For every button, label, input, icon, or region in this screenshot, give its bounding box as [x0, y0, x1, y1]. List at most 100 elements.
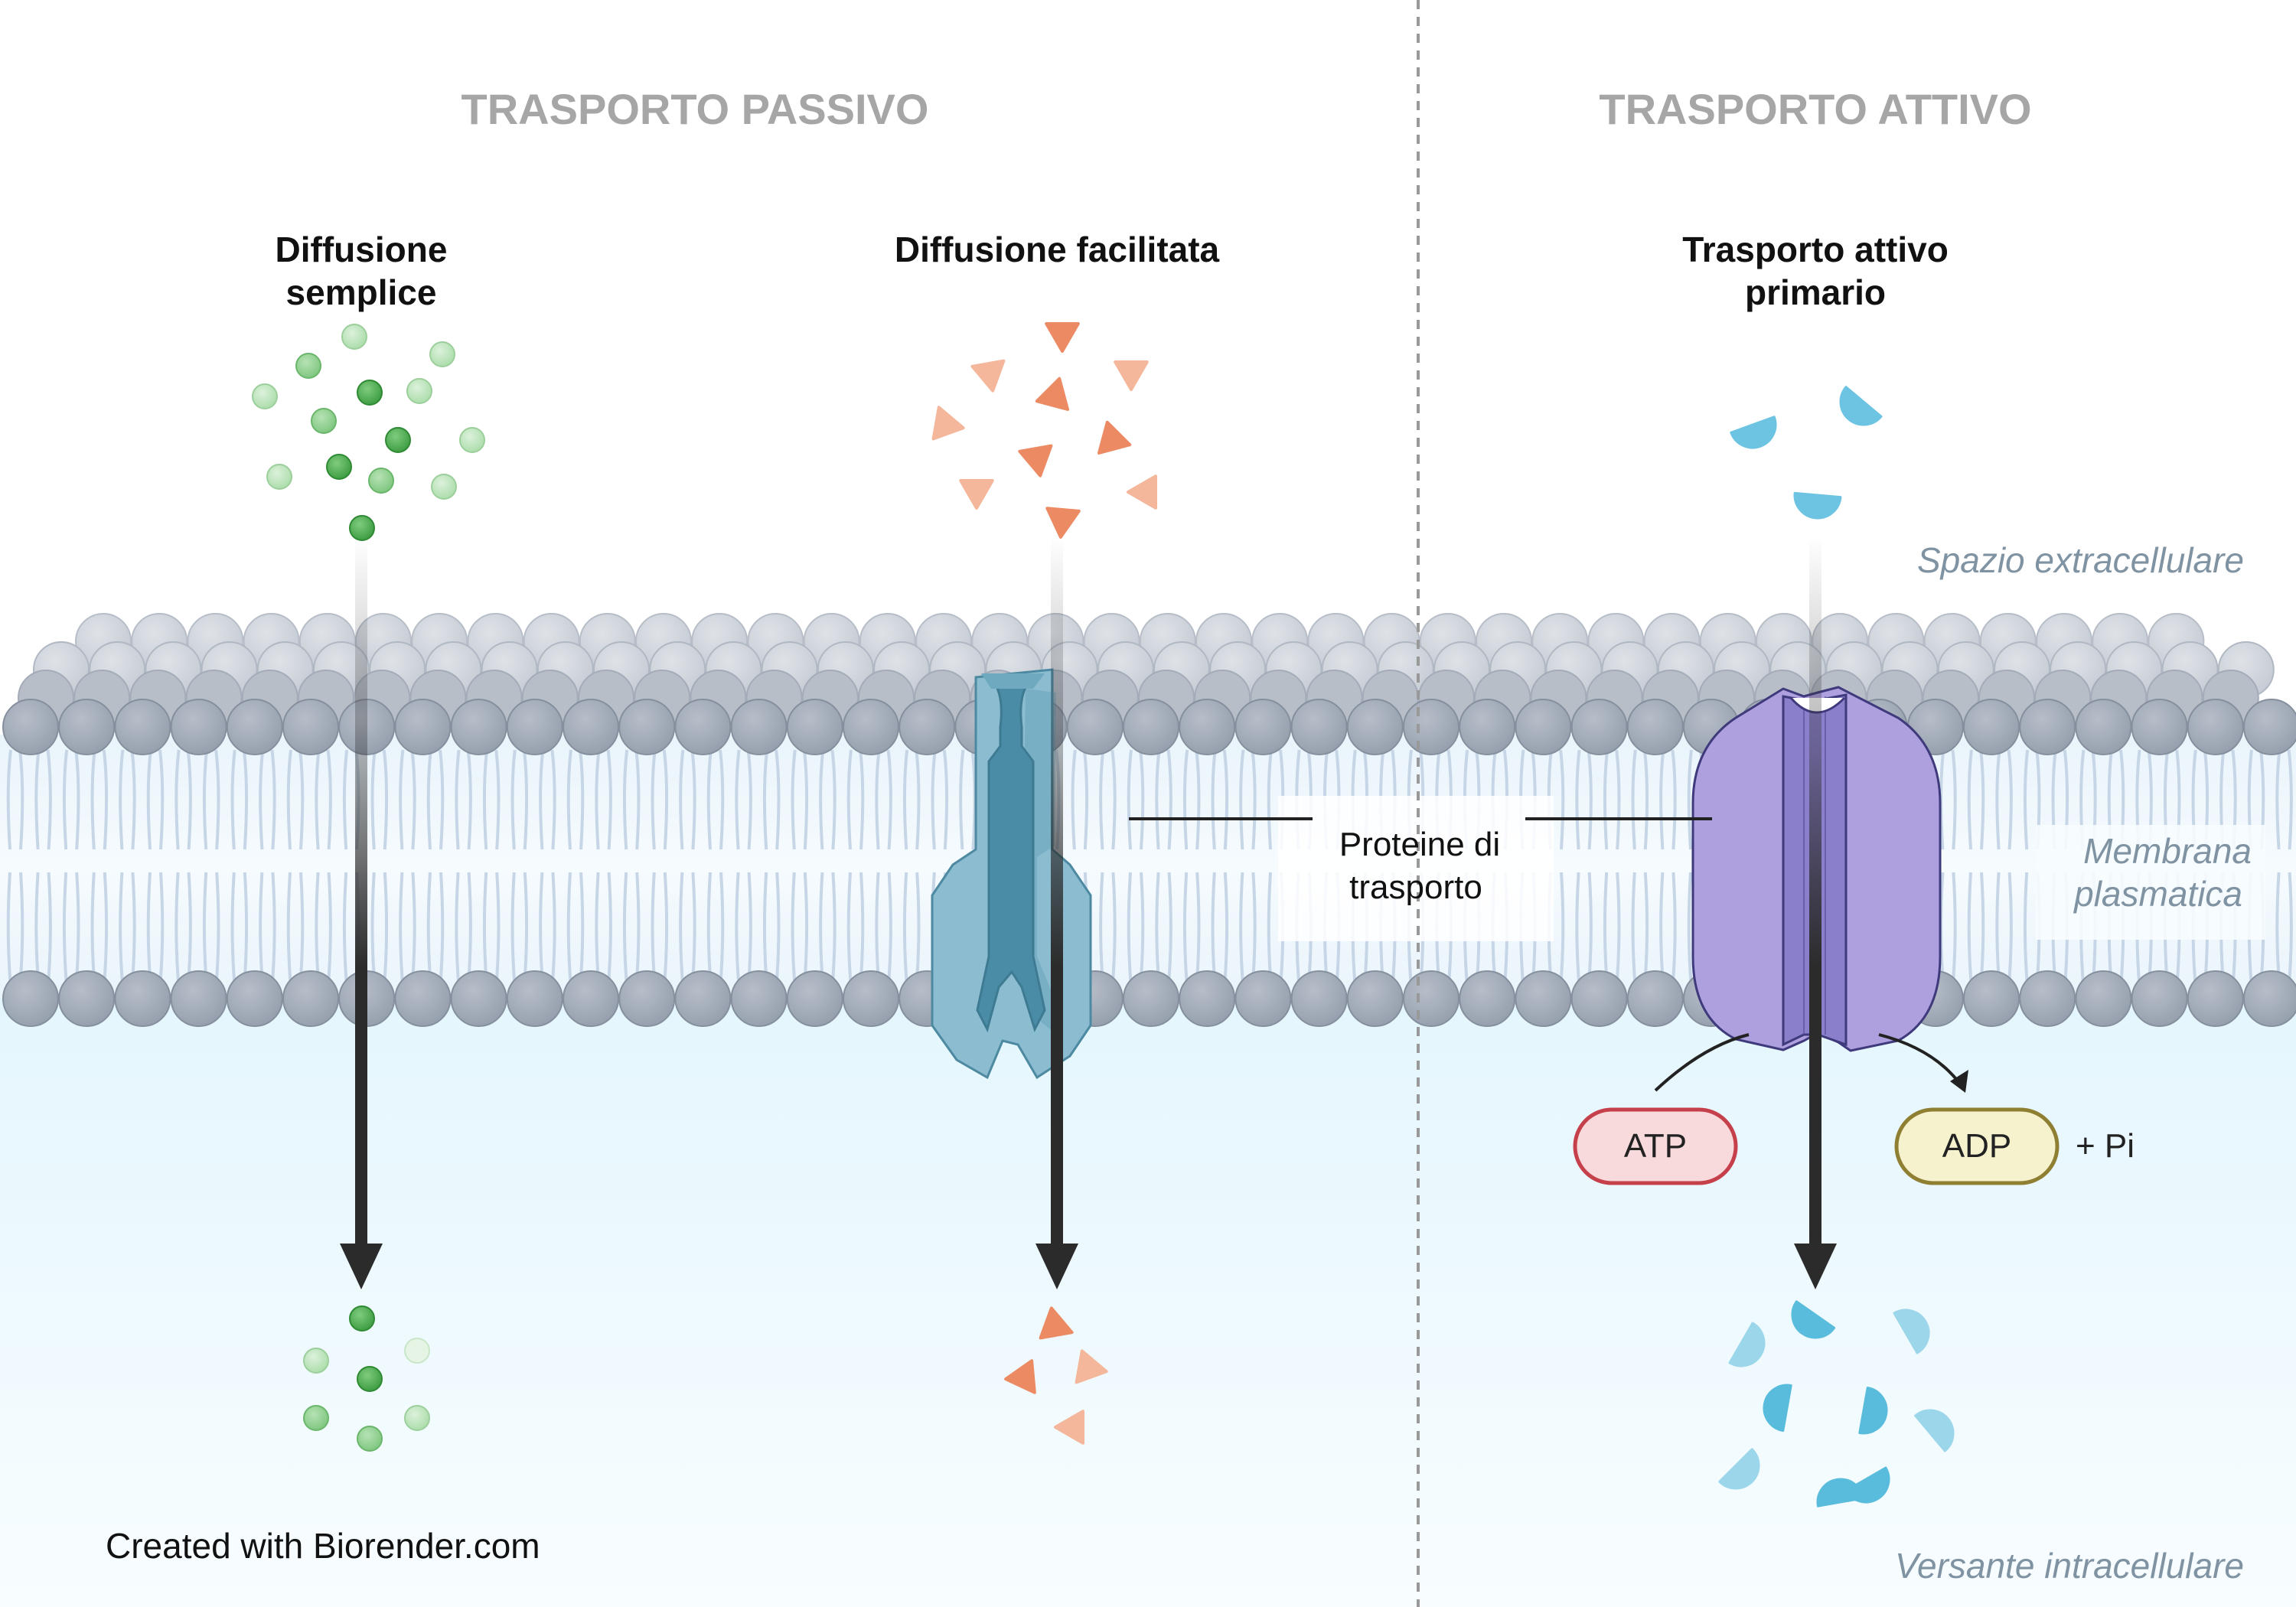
lipid-head — [1459, 970, 1516, 1027]
lipid-tail-pair — [230, 749, 249, 988]
lipid-tail-pair — [595, 749, 612, 988]
lipid-tail-pair — [482, 749, 501, 988]
green-solute — [266, 464, 292, 490]
green-solute — [368, 468, 394, 494]
orange-solute — [1075, 1349, 1108, 1384]
extracellular-space — [0, 0, 2296, 689]
blue-solute — [1839, 386, 1883, 426]
lipid-tail-pair — [6, 749, 24, 988]
primary-active-transport-title-line2: primario — [1745, 272, 1886, 312]
lipid-tail-pair — [622, 749, 641, 988]
orange-solute — [1045, 322, 1080, 353]
lipid-head — [2019, 970, 2076, 1027]
primary-active-transport-title-line1: Trasporto attivo — [1682, 230, 1949, 269]
lipid-tail-pair — [1603, 749, 1621, 988]
lipid-head — [282, 970, 339, 1027]
lipid-head — [730, 699, 788, 755]
passive-transport-title: TRASPORTO PASSIVO — [461, 85, 929, 133]
lipid-head — [282, 699, 339, 755]
lipid-tail-pair — [1659, 749, 1677, 988]
blue-solute — [1718, 1448, 1760, 1490]
lipid-head — [1570, 699, 1628, 755]
lipid-head — [1234, 699, 1292, 755]
blue-solute — [1763, 1384, 1792, 1433]
lipid-head — [506, 699, 563, 755]
lipid-head — [1459, 699, 1516, 755]
lipid-tail-pair — [875, 749, 892, 988]
lipid-head — [1626, 699, 1684, 755]
lipid-head — [58, 970, 116, 1027]
green-solute — [431, 474, 457, 500]
lipid-tail-pair — [1491, 749, 1509, 988]
lipid-tail-pair — [1995, 749, 2013, 988]
lipid-tail-pair — [1519, 749, 1537, 988]
orange-solute — [1039, 1306, 1074, 1340]
lipid-tail-pair — [1071, 749, 1089, 988]
orange-solute — [1097, 420, 1132, 455]
lipid-head — [2131, 699, 2188, 755]
active-transport-arrowhead — [1794, 1244, 1837, 1289]
membrane-label-line2: plasmatica — [2073, 874, 2242, 914]
lipid-head — [2243, 699, 2296, 755]
lipid-head — [2019, 699, 2076, 755]
lipid-tail-pair — [370, 749, 389, 988]
lipid-head — [1066, 699, 1124, 755]
blue-solute — [1816, 1478, 1865, 1508]
lipid-tail-pair — [735, 749, 752, 988]
lipid-head — [563, 970, 619, 1027]
lipid-tail-pair — [651, 749, 669, 988]
lipid-tail-pair — [34, 749, 52, 988]
orange-solute — [1114, 360, 1149, 391]
lipid-tail-pair — [1155, 749, 1172, 988]
lipid-tail-pair — [62, 749, 80, 988]
cytoplasm-area — [0, 999, 2296, 1607]
lipid-head — [618, 970, 676, 1027]
lipid-head — [2, 699, 59, 755]
blue-solute — [1858, 1386, 1888, 1435]
pi-label: + Pi — [2076, 1127, 2135, 1165]
lipid-tail-pair — [762, 749, 781, 988]
lipid-tail-pair — [1182, 749, 1201, 988]
lipid-tail-pair — [119, 749, 136, 988]
credit-text: Created with Biorender.com — [106, 1526, 540, 1566]
intracellular-label: Versante intracellulare — [1895, 1546, 2244, 1586]
green-solute — [404, 1405, 430, 1431]
lipid-head — [1123, 970, 1179, 1027]
lipid-tail-pair — [2051, 749, 2069, 988]
lipid-head — [786, 699, 843, 755]
lipid-tail-pair — [1379, 749, 1397, 988]
lipid-head — [1123, 699, 1179, 755]
membrane-label-line1: Membrana — [2083, 831, 2252, 871]
lipid-head — [843, 970, 899, 1027]
lipid-tail-pair — [202, 749, 220, 988]
green-solute — [303, 1348, 329, 1374]
lipid-head — [1346, 970, 1404, 1027]
lipid-head — [786, 970, 843, 1027]
lipid-tail-pair — [902, 749, 921, 988]
orange-solutes — [931, 322, 1157, 1445]
lipid-tail-pair — [931, 749, 949, 988]
lipid-head — [1515, 970, 1572, 1027]
lipid-head — [1290, 970, 1348, 1027]
lipid-head — [1179, 970, 1236, 1027]
facilitated-diffusion-arrow-shaft — [1051, 536, 1063, 1255]
orange-solute — [1045, 507, 1081, 539]
lipid-tail-pair — [1939, 749, 1957, 988]
lipid-tail-pair — [566, 749, 585, 988]
facilitated-diffusion-arrowhead — [1035, 1244, 1078, 1289]
lipid-head — [450, 970, 507, 1027]
green-solute — [459, 427, 485, 453]
blue-solutes — [1718, 386, 1955, 1508]
lipid-heads-inner-leaflet — [2, 970, 2296, 1027]
blue-solute — [1730, 416, 1777, 449]
blue-solute — [1791, 1300, 1836, 1339]
lipid-head — [170, 699, 227, 755]
green-solutes — [252, 324, 485, 1452]
transport-proteins-label-line2: trasporto — [1349, 869, 1482, 906]
lipid-tail-pair — [2107, 749, 2125, 988]
lipid-tail-pair — [846, 749, 865, 988]
green-solute — [357, 1366, 383, 1392]
lipid-head — [899, 699, 956, 755]
active-transport-title: TRASPORTO ATTIVO — [1599, 85, 2031, 133]
lipid-head — [114, 970, 171, 1027]
